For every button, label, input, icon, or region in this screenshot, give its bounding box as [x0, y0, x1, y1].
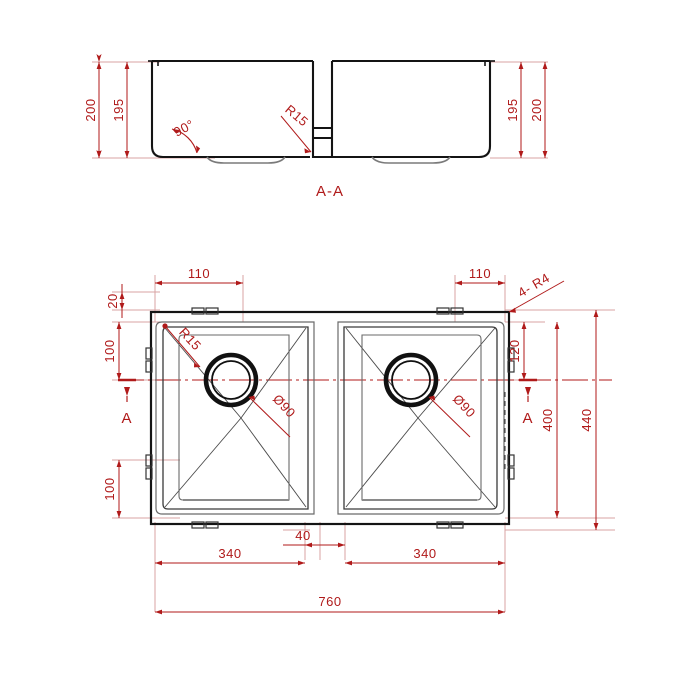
plan-outer-body	[149, 310, 511, 526]
plan-left-bowl: R15 Ø90	[145, 307, 315, 529]
plan-left-drain-inner-ring	[211, 360, 251, 400]
plan-right-d90-annotation: Ø90	[428, 391, 479, 438]
section-extension-lines	[92, 61, 548, 159]
plan-dim-400: 400	[540, 322, 560, 518]
plan-right-clips	[436, 307, 515, 529]
plan-left-drain-outer-ring	[203, 352, 259, 408]
plan-dim-760-text: 760	[318, 594, 341, 609]
section-view-group: 200 195 195 200	[83, 54, 548, 200]
plan-dim-110-left: 110	[155, 266, 243, 286]
plan-dim-340-left: 340	[155, 546, 305, 566]
section-angle-90-text: 90°	[171, 116, 197, 139]
section-label-aa: A-A	[316, 183, 344, 200]
section-left-drain-dish	[206, 156, 286, 164]
plan-right-drain-inner-ring	[391, 360, 431, 400]
plan-left-r15-annotation: R15	[162, 323, 204, 368]
section-right-bowl-outline	[332, 61, 492, 159]
plan-dim-20: 20	[105, 284, 125, 318]
plan-dim-340-right-text: 340	[413, 546, 436, 561]
plan-section-marker-right-label: A	[522, 410, 533, 427]
plan-dim-760: 760	[155, 594, 505, 615]
plan-left-d90-text: Ø90	[270, 391, 299, 420]
plan-right-d90-text: Ø90	[450, 391, 479, 420]
section-r15-text: R15	[282, 102, 311, 130]
plan-dim-40: 40	[283, 528, 345, 548]
plan-left-clips	[145, 307, 219, 529]
section-dim-200-left-text: 200	[83, 98, 98, 121]
plan-left-r15-text: R15	[176, 325, 204, 354]
plan-dim-110-left-text: 110	[188, 266, 210, 281]
plan-dim-120: 120	[507, 322, 527, 380]
plan-dim-440-text: 440	[579, 408, 594, 431]
plan-dim-110-right: 110	[455, 266, 505, 286]
plan-dim-120-text: 120	[507, 339, 522, 362]
section-dim-200-left: 200	[83, 54, 102, 158]
plan-dim-100-lower-text: 100	[102, 477, 117, 500]
section-left-bowl-outline	[150, 61, 310, 159]
section-right-bowl-rim	[484, 60, 495, 66]
plan-dim-20-text: 20	[105, 293, 120, 308]
plan-section-marker-left: A	[118, 378, 136, 427]
plan-4r4-annotation: 4- R4	[508, 270, 565, 313]
plan-dim-340-right: 340	[345, 546, 505, 566]
section-angle-90-annotation: 90°	[171, 116, 201, 154]
section-dim-195-right: 195	[505, 62, 524, 158]
plan-dim-100-lower: 100	[102, 460, 122, 518]
plan-dim-110-right-text: 110	[469, 266, 491, 281]
section-dim-200-right: 200	[529, 62, 548, 158]
plan-left-d90-annotation: Ø90	[248, 391, 299, 438]
plan-dim-440: 440	[579, 310, 599, 530]
section-right-drain-dish	[371, 156, 451, 164]
section-dim-200-right-text: 200	[529, 98, 544, 121]
plan-dim-400-text: 400	[540, 408, 555, 431]
plan-right-drain-outer-ring	[383, 352, 439, 408]
plan-view-group: R15 Ø90	[102, 266, 615, 615]
plan-section-marker-right: A	[519, 378, 537, 427]
section-dim-195-left-text: 195	[111, 98, 126, 121]
section-dim-195-left: 195	[111, 62, 130, 158]
section-dim-195-right-text: 195	[505, 98, 520, 121]
plan-dim-100-upper: 100	[102, 322, 122, 380]
plan-dim-100-upper-text: 100	[102, 339, 117, 362]
plan-dim-40-text: 40	[295, 528, 310, 543]
plan-dim-340-left-text: 340	[218, 546, 241, 561]
plan-right-bowl: Ø90	[337, 307, 515, 529]
plan-4r4-text: 4- R4	[515, 270, 552, 300]
plan-section-marker-left-label: A	[121, 410, 132, 427]
section-center-divider	[311, 61, 334, 159]
section-r15-annotation: R15	[280, 102, 311, 154]
